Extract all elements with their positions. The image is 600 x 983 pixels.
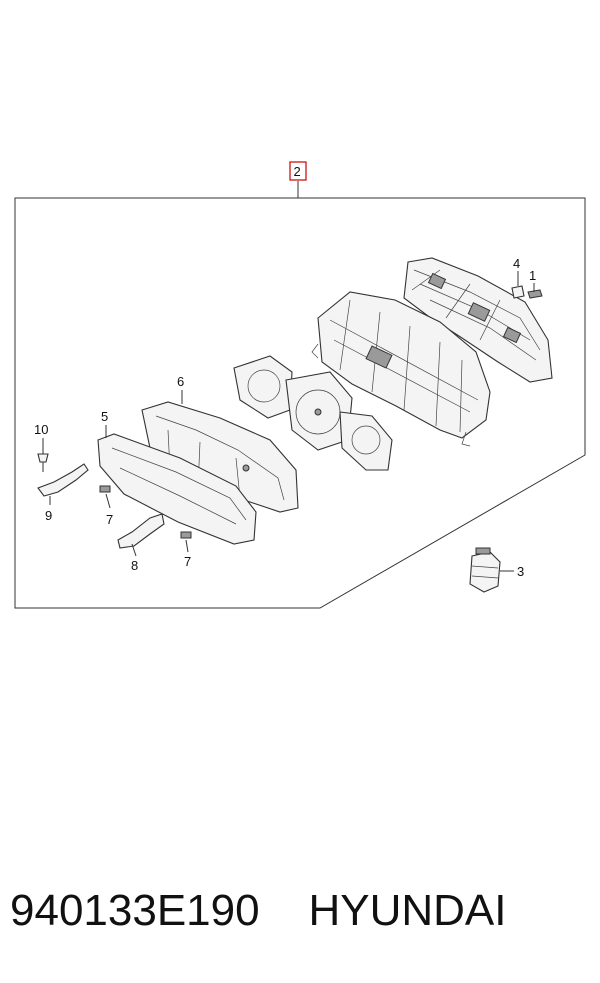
- circuit-board-part: [403, 257, 553, 383]
- callout-4[interactable]: 4: [513, 256, 520, 271]
- bracket-part-8: [117, 513, 165, 549]
- callout-10[interactable]: 10: [34, 422, 48, 437]
- callout-2-box[interactable]: [289, 161, 307, 181]
- clip-part-7b: [180, 531, 192, 539]
- lens-part: [97, 433, 257, 545]
- callout-6[interactable]: 6: [177, 374, 184, 389]
- callout-9[interactable]: 9: [45, 508, 52, 523]
- assembly-frame: [14, 197, 586, 609]
- callout-8[interactable]: 8: [131, 558, 138, 573]
- callout-2[interactable]: 2: [294, 164, 301, 179]
- screw-parts-4-1: [511, 285, 543, 299]
- dial-faces-part: [233, 355, 393, 471]
- callout-1[interactable]: 1: [529, 268, 536, 283]
- callout-3[interactable]: 3: [517, 564, 524, 579]
- part-number-caption: 940133E190 HYUNDAI: [10, 886, 507, 935]
- callout-7b[interactable]: 7: [184, 554, 191, 569]
- callout-5[interactable]: 5: [101, 409, 108, 424]
- callout-7a[interactable]: 7: [106, 512, 113, 527]
- clip-part-7a: [99, 485, 111, 493]
- bracket-part-9: [37, 463, 89, 497]
- housing-part: [311, 291, 491, 447]
- socket-part: [469, 547, 501, 593]
- screw-part-10: [37, 453, 49, 472]
